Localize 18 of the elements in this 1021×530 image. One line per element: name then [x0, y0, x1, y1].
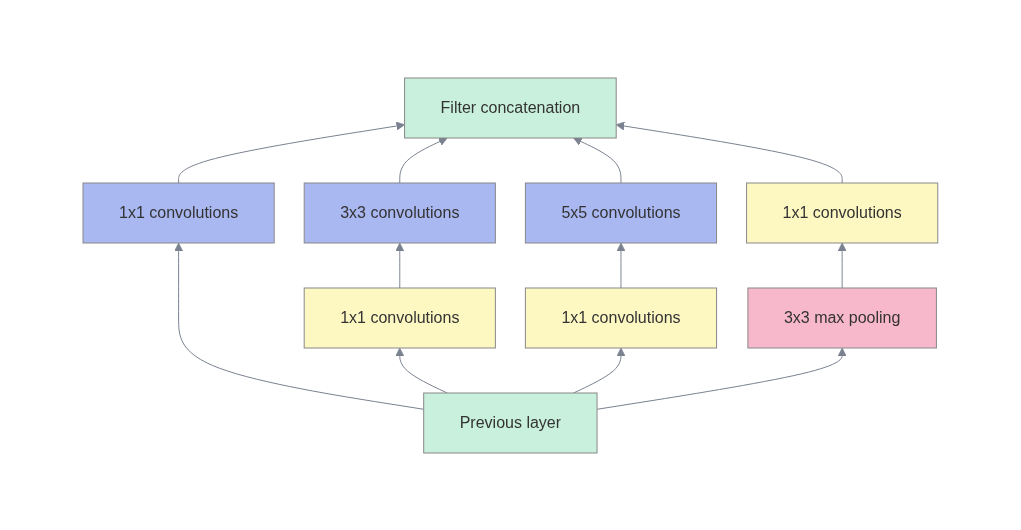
node-box: 1x1 convolutions: [525, 287, 718, 348]
node-box: 1x1 convolutions: [303, 287, 496, 348]
node-box: 5x5 convolutions: [525, 182, 718, 243]
arrow: [615, 121, 843, 183]
arrow: [178, 121, 406, 183]
arrow: [174, 242, 425, 410]
node-box: 3x3 convolutions: [303, 182, 496, 243]
arrow: [573, 136, 622, 183]
arrow: [616, 242, 626, 288]
node-box: Filter concatenation: [404, 77, 617, 138]
node-box: 3x3 max pooling: [747, 287, 938, 348]
arrow: [395, 242, 405, 288]
node-box: Previous layer: [423, 392, 598, 453]
arrow: [399, 136, 448, 183]
node-box: 1x1 convolutions: [82, 182, 275, 243]
arrow: [596, 347, 847, 410]
arrow: [837, 242, 847, 288]
node-box: 1x1 convolutions: [746, 182, 939, 243]
